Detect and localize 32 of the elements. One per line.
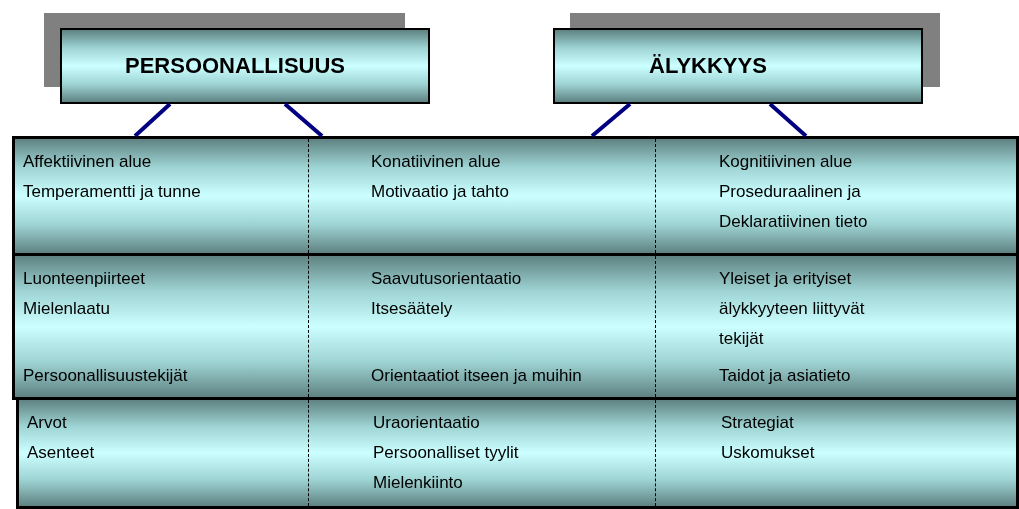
cell-text: Taidot ja asiatieto (719, 365, 852, 387)
cell-text: Yleiset ja erityiset älykkyyteen liittyvät tekijät (719, 268, 866, 350)
cell-text: Temperamentti ja tunne (23, 181, 202, 203)
cell-text: Affektiivinen alue (23, 151, 153, 173)
cell-text: Orientaatiot itseen ja muihin (371, 365, 583, 387)
heading-text: ÄLYKKYYS (649, 53, 767, 79)
cell-text: Arvot (27, 412, 68, 434)
cell-text: Proseduraalinen ja Deklaratiivinen tieto (719, 181, 869, 233)
cell-text: Mielenkiinto (373, 472, 464, 494)
cell-text: Saavutusorientaatio (371, 268, 523, 290)
connector-line (768, 102, 808, 138)
cell-text: Itsesäätely (371, 298, 454, 320)
connector-line (590, 102, 632, 138)
cell-text: Persoonalliset tyylit (373, 442, 520, 464)
cell-text: Kognitiivinen alue (719, 151, 854, 173)
cell-text: Konatiivinen alue (371, 151, 502, 173)
connector-line (283, 102, 324, 138)
cell-text: Motivaatio ja tahto (371, 181, 510, 203)
cell-text: Uskomukset (721, 442, 816, 464)
cell-text: Luonteenpiirteet (23, 268, 146, 290)
cell-text: Strategiat (721, 412, 795, 434)
heading-text: PERSOONALLISUUS (125, 53, 345, 79)
cell-text: Asenteet (27, 442, 96, 464)
heading-box (60, 28, 430, 104)
cell-text: Mielenlaatu (23, 298, 111, 320)
heading-box (553, 28, 923, 104)
cell-text: Uraorientaatio (373, 412, 481, 434)
table-row (12, 136, 1019, 256)
connector-line (133, 102, 172, 138)
table-row (12, 253, 1019, 400)
table-row (16, 397, 1019, 509)
cell-text: Persoonallisuustekijät (23, 365, 189, 387)
